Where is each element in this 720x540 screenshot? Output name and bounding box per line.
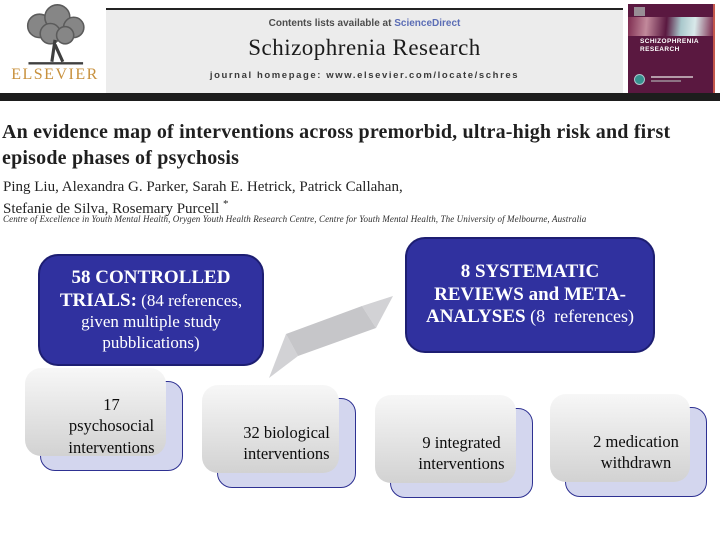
- authors-line-2: Stefanie de Silva, Rosemary Purcell *: [3, 198, 229, 218]
- affiliation: Centre of Excellence in Youth Mental Hea…: [3, 214, 587, 224]
- elsevier-tree-icon: [6, 4, 104, 68]
- authors-line-1: Ping Liu, Alexandra G. Parker, Sarah E. …: [3, 179, 403, 195]
- cover-title: SCHIZOPHRENIA RESEARCH: [640, 38, 700, 54]
- author-list: Ping Liu, Alexandra G. Parker, Sarah E. …: [3, 177, 403, 220]
- publisher-name: ELSEVIER: [11, 66, 99, 83]
- systematic-reviews-count: 8 SYSTEMATIC REVIEWS and META-ANALYSES: [425, 260, 626, 328]
- journal-title: Schizophrenia Research: [248, 35, 481, 60]
- society-logo-icon: [634, 74, 645, 85]
- branch-integrated-box: 9 integrated interventions: [375, 395, 533, 498]
- sciencedirect-link[interactable]: ScienceDirect: [394, 18, 461, 29]
- branch-medication-withdrawn-box: 2 medication withdrawn: [550, 394, 707, 497]
- cover-text-line: [651, 76, 693, 78]
- controlled-trials-detail: (84 references, given multiple study pub…: [81, 290, 243, 352]
- header-divider-bar: [0, 93, 720, 101]
- homepage-link[interactable]: journal homepage: www.elsevier.com/locat…: [209, 70, 520, 81]
- cover-text-line: [651, 80, 681, 82]
- corresponding-author-mark: *: [222, 198, 229, 211]
- cover-barcode-icon: [634, 7, 645, 16]
- branch-psychosocial-box: 17 psychosocial interventions: [25, 368, 183, 471]
- controlled-trials-box: 58 CONTROLLED TRIALS: (84 references, gi…: [38, 254, 264, 366]
- branch-biological-box: 32 biological interventions: [202, 385, 356, 488]
- flow-arrow-icon: [266, 294, 396, 382]
- article-title: An evidence map of interventions across …: [2, 121, 671, 169]
- contents-prefix: Contents lists available at: [268, 18, 392, 29]
- journal-cover: SCHIZOPHRENIA RESEARCH: [628, 4, 715, 93]
- contents-line: Contents lists available at ScienceDirec…: [106, 18, 623, 29]
- masthead: Contents lists available at ScienceDirec…: [106, 8, 623, 93]
- controlled-trials-count: 58 CONTROLLED TRIALS:: [59, 266, 231, 311]
- elsevier-logo: ELSEVIER: [6, 4, 104, 92]
- systematic-reviews-detail: (8 references): [530, 306, 635, 327]
- systematic-reviews-box: 8 SYSTEMATIC REVIEWS and META-ANALYSES (…: [405, 237, 655, 353]
- cover-artwork: [628, 17, 713, 36]
